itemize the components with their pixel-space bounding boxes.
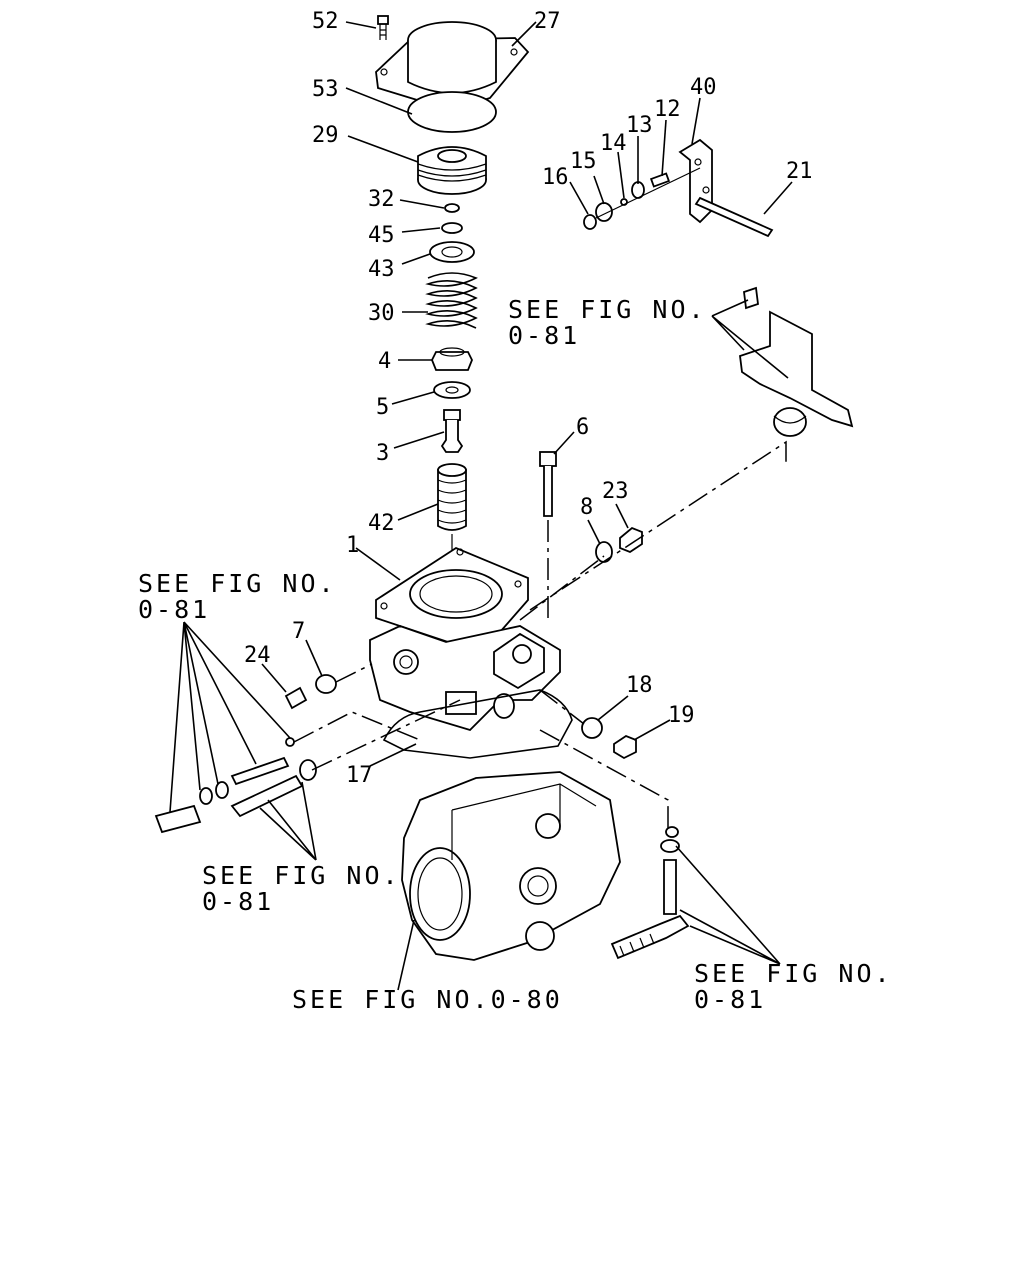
- pump-body-ref-080[interactable]: [401, 771, 621, 961]
- callout-52: 52: [312, 9, 339, 34]
- callout-53: 53: [312, 77, 339, 102]
- part-1-housing[interactable]: [369, 546, 561, 732]
- part-27-cover[interactable]: [375, 21, 530, 111]
- part-42-boot[interactable]: [437, 463, 467, 531]
- callout-29: 29: [312, 123, 339, 148]
- part-16-ring[interactable]: [583, 214, 597, 230]
- callout-32: 32: [368, 187, 395, 212]
- callout-17: 17: [346, 763, 373, 788]
- part-30-spring[interactable]: [425, 272, 478, 329]
- callout-4: 4: [378, 349, 391, 374]
- callout-42: 42: [368, 511, 395, 536]
- ref-bottom-right-line1: SEE FIG NO.: [694, 959, 893, 988]
- callout-19: 19: [668, 703, 695, 728]
- ref-top-right-line1: SEE FIG NO.: [508, 295, 707, 324]
- part-18-washer[interactable]: [581, 717, 603, 739]
- part-24-screw[interactable]: [284, 686, 308, 710]
- part-23-plug[interactable]: [619, 526, 643, 554]
- callout-8: 8: [580, 495, 593, 520]
- callout-43: 43: [368, 257, 395, 282]
- part-43-seat[interactable]: [429, 241, 475, 263]
- part-29-diaphragm[interactable]: [417, 146, 487, 195]
- ref-left-line1: SEE FIG NO.: [138, 569, 337, 598]
- part-4-nut[interactable]: [431, 347, 473, 371]
- ref-bottom-center: SEE FIG NO.0-80: [292, 985, 563, 1014]
- callout-15: 15: [570, 149, 597, 174]
- ref-left-line2: 0-81: [138, 595, 210, 624]
- callout-6: 6: [576, 415, 589, 440]
- callout-30: 30: [368, 301, 395, 326]
- callout-23: 23: [602, 479, 629, 504]
- part-3-valve[interactable]: [440, 409, 464, 453]
- callout-1: 1: [346, 533, 359, 558]
- part-19-screw[interactable]: [613, 734, 637, 760]
- part-32-ring[interactable]: [444, 203, 460, 213]
- callout-24: 24: [244, 643, 271, 668]
- callout-5: 5: [376, 395, 389, 420]
- callout-7: 7: [292, 619, 305, 644]
- callout-labels: 52 27 53 29 32 45 43 30 4 5 3 42 1 6 23 …: [244, 9, 813, 788]
- right-adjuster-ref-081[interactable]: [610, 826, 690, 960]
- reference-notes: SEE FIG NO. 0-81 SEE FIG NO. 0-81 SEE FI…: [138, 295, 893, 1014]
- part-12-pin[interactable]: [649, 172, 671, 188]
- part-8-washer[interactable]: [595, 541, 613, 563]
- part-53-gasket[interactable]: [407, 91, 497, 133]
- callout-45: 45: [368, 223, 395, 248]
- part-45-washer[interactable]: [441, 222, 463, 234]
- callout-13: 13: [626, 113, 653, 138]
- callout-14: 14: [600, 131, 627, 156]
- part-21-pin[interactable]: [694, 196, 774, 238]
- callout-16: 16: [542, 165, 569, 190]
- part-7-cap[interactable]: [315, 674, 337, 694]
- part-5-washer[interactable]: [433, 381, 471, 399]
- callout-12: 12: [654, 97, 681, 122]
- leader-lines: [169, 21, 793, 991]
- lever-assembly-ref-081[interactable]: [739, 286, 854, 437]
- part-6-bolt[interactable]: [539, 451, 557, 517]
- ref-top-right-line2: 0-81: [508, 321, 580, 350]
- left-adjuster-ref-081[interactable]: [154, 737, 317, 834]
- callout-27: 27: [534, 9, 561, 34]
- ref-left-lower-line1: SEE FIG NO.: [202, 861, 401, 890]
- callout-3: 3: [376, 441, 389, 466]
- part-52-screw[interactable]: [377, 15, 389, 40]
- ref-left-lower-line2: 0-81: [202, 887, 274, 916]
- callout-21: 21: [786, 159, 813, 184]
- callout-18: 18: [626, 673, 653, 698]
- ref-bottom-right-line2: 0-81: [694, 985, 766, 1014]
- callout-40: 40: [690, 75, 717, 100]
- part-17-gasket[interactable]: [382, 689, 573, 759]
